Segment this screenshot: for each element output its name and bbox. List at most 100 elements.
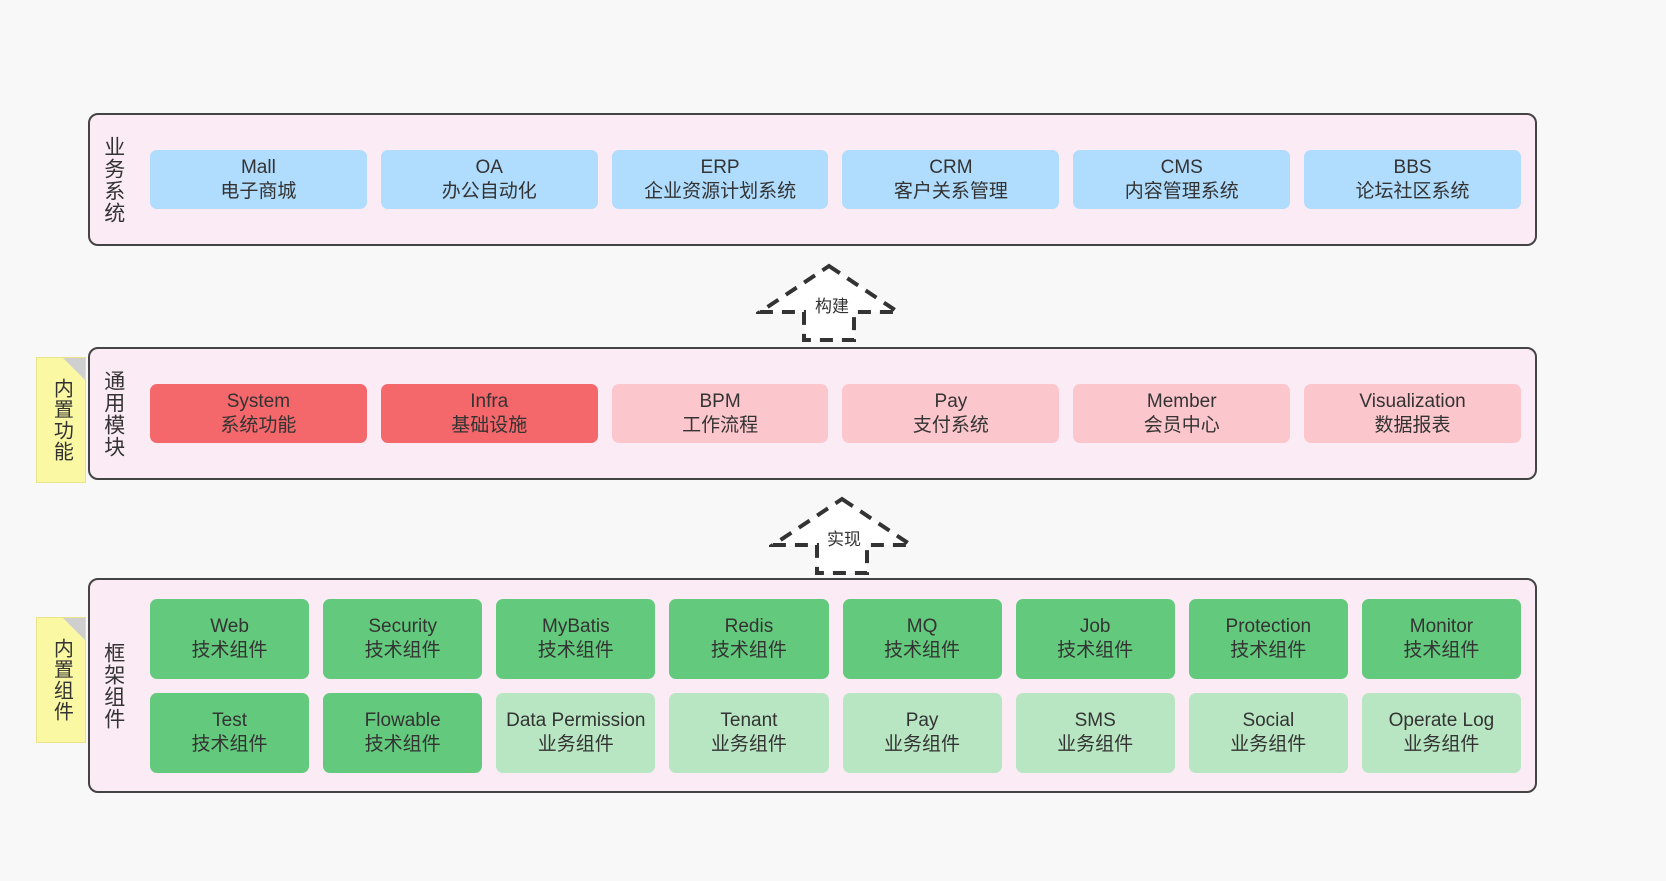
layer-title-business-systems: 业务系统 <box>101 135 125 224</box>
card-sms[interactable]: SMS 业务组件 <box>1015 692 1175 773</box>
card-row: System 系统功能 Infra 基础设施 BPM 工作流程 Pay 支付系统… <box>150 383 1521 444</box>
card-title: ERP <box>700 156 740 178</box>
card-subtitle: 技术组件 <box>1403 639 1480 661</box>
card-title: Member <box>1146 390 1217 412</box>
card-title: Pay <box>905 709 939 731</box>
card-mall[interactable]: Mall 电子商城 <box>150 149 367 210</box>
card-subtitle: 业务组件 <box>1230 733 1307 755</box>
card-title: Social <box>1242 709 1295 731</box>
card-title: CMS <box>1160 156 1203 178</box>
card-title: System <box>226 390 291 412</box>
card-system[interactable]: System 系统功能 <box>150 383 367 444</box>
layer-common-modules: 通用模块 System 系统功能 Infra 基础设施 BPM 工作流程 Pay… <box>88 347 1537 480</box>
card-subtitle: 业务组件 <box>710 733 787 755</box>
card-subtitle: 技术组件 <box>364 733 441 755</box>
card-tenant[interactable]: Tenant 业务组件 <box>669 692 829 773</box>
card-pay-module[interactable]: Pay 支付系统 <box>842 383 1060 444</box>
note-builtin-features: 内置功能 <box>36 357 86 483</box>
card-monitor[interactable]: Monitor 技术组件 <box>1361 598 1521 679</box>
layer-body-business-systems: Mall 电子商城 OA 办公自动化 ERP 企业资源计划系统 CRM 客户关系… <box>136 115 1535 244</box>
card-title: Web <box>210 615 249 637</box>
card-subtitle: 技术组件 <box>364 639 441 661</box>
card-subtitle: 技术组件 <box>884 639 961 661</box>
card-title: Security <box>368 615 437 637</box>
card-title: OA <box>475 156 503 178</box>
card-member[interactable]: Member 会员中心 <box>1073 383 1291 444</box>
card-subtitle: 业务组件 <box>537 733 614 755</box>
connector-implement-label: 实现 <box>827 530 861 549</box>
card-title: Job <box>1079 615 1111 637</box>
card-subtitle: 业务组件 <box>884 733 961 755</box>
note-text: 内置功能 <box>50 378 73 462</box>
card-subtitle: 技术组件 <box>191 733 268 755</box>
card-row-business: Test 技术组件 Flowable 技术组件 Data Permission … <box>150 692 1521 773</box>
card-subtitle: 论坛社区系统 <box>1355 180 1470 202</box>
layer-title-framework-components: 框架组件 <box>101 641 125 730</box>
card-subtitle: 技术组件 <box>710 639 787 661</box>
layer-framework-components: 框架组件 Web 技术组件 Security 技术组件 MyBatis 技术组件… <box>88 578 1537 793</box>
card-infra[interactable]: Infra 基础设施 <box>380 383 598 444</box>
card-subtitle: 业务组件 <box>1403 733 1480 755</box>
card-cms[interactable]: CMS 内容管理系统 <box>1073 149 1291 210</box>
card-subtitle: 会员中心 <box>1143 414 1220 436</box>
card-title: Redis <box>724 615 774 637</box>
card-oa[interactable]: OA 办公自动化 <box>380 149 598 210</box>
note-builtin-components: 内置组件 <box>36 617 86 743</box>
card-bbs[interactable]: BBS 论坛社区系统 <box>1304 149 1521 210</box>
card-visualization[interactable]: Visualization 数据报表 <box>1304 383 1521 444</box>
card-flowable[interactable]: Flowable 技术组件 <box>323 692 483 773</box>
card-title: Test <box>212 709 247 731</box>
card-title: BPM <box>699 390 741 412</box>
card-title: Infra <box>470 390 509 412</box>
card-subtitle: 数据报表 <box>1374 414 1451 436</box>
card-subtitle: 系统功能 <box>220 414 297 436</box>
card-title: MQ <box>906 615 938 637</box>
note-fold-corner-icon <box>63 618 85 640</box>
card-mq[interactable]: MQ 技术组件 <box>842 598 1002 679</box>
card-subtitle: 技术组件 <box>537 639 614 661</box>
connector-build-label: 构建 <box>815 297 849 316</box>
card-title: Mall <box>240 156 276 178</box>
layer-business-systems: 业务系统 Mall 电子商城 OA 办公自动化 ERP 企业资源计划系统 CRM… <box>88 113 1537 246</box>
card-bpm[interactable]: BPM 工作流程 <box>611 383 829 444</box>
card-title: BBS <box>1393 156 1432 178</box>
card-title: Operate Log <box>1388 709 1495 731</box>
card-title: Visualization <box>1359 390 1466 412</box>
card-social[interactable]: Social 业务组件 <box>1188 692 1348 773</box>
card-data-permission[interactable]: Data Permission 业务组件 <box>496 692 656 773</box>
card-subtitle: 技术组件 <box>1230 639 1307 661</box>
card-title: CRM <box>929 156 973 178</box>
card-row: Mall 电子商城 OA 办公自动化 ERP 企业资源计划系统 CRM 客户关系… <box>150 149 1521 210</box>
card-title: Protection <box>1225 615 1312 637</box>
card-security[interactable]: Security 技术组件 <box>323 598 483 679</box>
card-title: Flowable <box>364 709 441 731</box>
card-title: MyBatis <box>542 615 610 637</box>
card-subtitle: 业务组件 <box>1057 733 1134 755</box>
card-erp[interactable]: ERP 企业资源计划系统 <box>611 149 829 210</box>
card-title: Monitor <box>1409 615 1474 637</box>
card-subtitle: 企业资源计划系统 <box>644 180 797 202</box>
note-text: 内置组件 <box>50 638 73 722</box>
card-subtitle: 技术组件 <box>1057 639 1134 661</box>
card-title: Tenant <box>720 709 778 731</box>
card-subtitle: 技术组件 <box>191 639 268 661</box>
card-job[interactable]: Job 技术组件 <box>1015 598 1175 679</box>
card-redis[interactable]: Redis 技术组件 <box>669 598 829 679</box>
card-web[interactable]: Web 技术组件 <box>150 598 310 679</box>
card-subtitle: 办公自动化 <box>441 180 537 202</box>
card-subtitle: 基础设施 <box>451 414 528 436</box>
card-test[interactable]: Test 技术组件 <box>150 692 310 773</box>
card-subtitle: 客户关系管理 <box>893 180 1008 202</box>
card-subtitle: 电子商城 <box>220 180 297 202</box>
layer-title-common-modules: 通用模块 <box>101 369 125 458</box>
card-subtitle: 支付系统 <box>912 414 989 436</box>
card-pay-component[interactable]: Pay 业务组件 <box>842 692 1002 773</box>
card-mybatis[interactable]: MyBatis 技术组件 <box>496 598 656 679</box>
card-operate-log[interactable]: Operate Log 业务组件 <box>1361 692 1521 773</box>
layer-body-common-modules: System 系统功能 Infra 基础设施 BPM 工作流程 Pay 支付系统… <box>136 349 1535 478</box>
card-protection[interactable]: Protection 技术组件 <box>1188 598 1348 679</box>
card-subtitle: 内容管理系统 <box>1124 180 1239 202</box>
card-crm[interactable]: CRM 客户关系管理 <box>842 149 1060 210</box>
card-title: SMS <box>1074 709 1116 731</box>
